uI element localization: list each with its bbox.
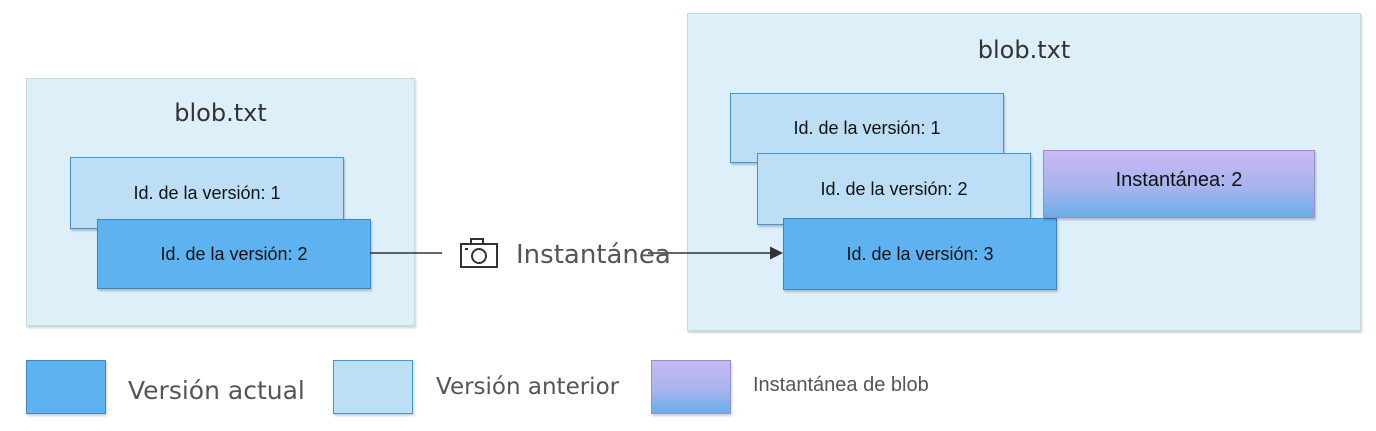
right-blob-title: blob.txt <box>977 36 1071 64</box>
right-snapshot-label: Instantánea: 2 <box>1115 168 1243 191</box>
connector-arrowhead <box>770 246 783 260</box>
legend-snapshot-swatch <box>651 360 731 414</box>
legend-current-swatch <box>26 360 106 414</box>
right-version-2-box: Id. de la versión: 2 <box>757 153 1031 225</box>
camera-icon <box>459 237 499 269</box>
legend-current-label: Versión actual <box>128 376 305 405</box>
right-version-2-label: Id. de la versión: 2 <box>820 178 968 199</box>
left-version-1-label: Id. de la versión: 1 <box>133 182 281 203</box>
right-snapshot-box: Instantánea: 2 <box>1043 150 1315 218</box>
legend-previous-swatch <box>333 360 413 414</box>
legend-previous-label: Versión anterior <box>436 374 620 400</box>
legend-snapshot-label: Instantánea de blob <box>753 374 929 396</box>
snapshot-action-label: Instantánea <box>516 240 671 270</box>
right-version-3-box: Id. de la versión: 3 <box>783 218 1057 290</box>
left-version-2-label: Id. de la versión: 2 <box>160 243 308 264</box>
right-version-3-label: Id. de la versión: 3 <box>846 243 994 264</box>
left-version-2-box: Id. de la versión: 2 <box>97 219 371 289</box>
right-version-1-label: Id. de la versión: 1 <box>793 117 941 138</box>
left-blob-title: blob.txt <box>174 99 267 127</box>
